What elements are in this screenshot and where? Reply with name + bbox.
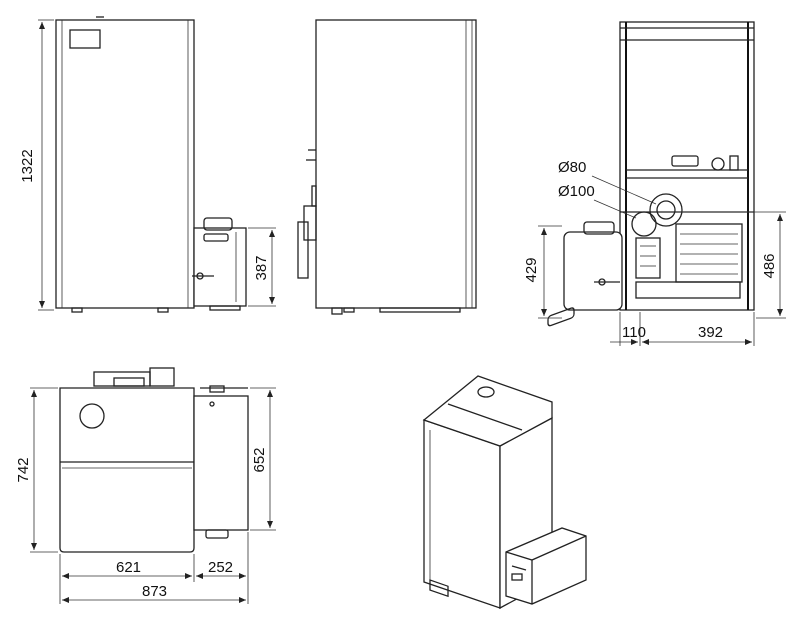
dim-top-hopper-width: 252 [208, 559, 233, 576]
rear-view: Ø80 Ø100 429 486 110 392 [523, 21, 786, 346]
dim-rear-offset: 110 [622, 324, 646, 341]
dim-top-depth: 742 [15, 457, 32, 482]
label-flue-large: Ø80 [558, 159, 586, 176]
dim-rear-flue-height: 486 [761, 253, 778, 278]
top-view: 742 652 621 252 873 [15, 367, 276, 604]
dim-top-hopper-depth: 652 [251, 447, 268, 472]
dim-hopper-height-front: 387 [253, 255, 270, 280]
isometric-view [422, 307, 587, 610]
dim-top-body-width: 621 [116, 559, 141, 576]
dim-rear-hopper-height: 429 [523, 257, 540, 282]
dim-top-total-width: 873 [142, 583, 167, 600]
dim-front-height: 1322 [19, 149, 36, 182]
side-view [297, 19, 477, 315]
label-flue-small: Ø100 [558, 183, 595, 200]
dim-rear-width: 392 [698, 324, 723, 341]
front-view: 1322 387 [19, 16, 276, 313]
